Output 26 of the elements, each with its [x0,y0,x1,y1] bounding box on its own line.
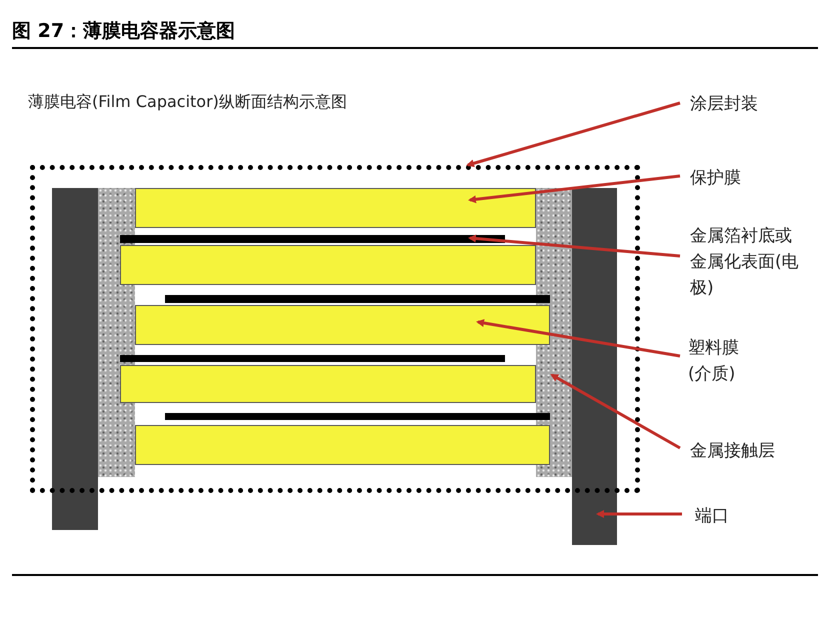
callout-label: 塑料膜(介质) [688,335,748,387]
leader-line [550,374,681,450]
leader-line [468,174,680,204]
electrode-strip [165,413,550,420]
callout-label: 金属箔衬底或金属化表面(电极) [690,223,802,301]
film-layer [120,245,536,285]
coating-outline [30,165,640,493]
callout-label: 端口 [695,503,805,529]
terminal-bar [52,188,98,530]
film-layer [135,188,536,228]
film-layer [120,365,536,403]
diagram-subtitle: 薄膜电容(Film Capacitor)纵断面结构示意图 [28,91,347,113]
callout-label: 保护膜 [690,165,800,191]
electrode-strip [120,355,505,362]
electrode-strip [165,295,550,303]
electrode-strip [120,235,505,243]
leader-line [468,234,680,258]
leader-line [466,102,680,168]
callout-label: 金属接触层 [690,438,800,464]
terminal-bar [572,188,617,545]
callout-label: 涂层封装 [690,91,800,117]
leader-line [596,510,682,518]
film-layer [135,425,550,465]
leader-line [476,319,680,358]
figure-title: 图 27：薄膜电容器示意图 [12,19,236,44]
film-layer [135,305,550,345]
